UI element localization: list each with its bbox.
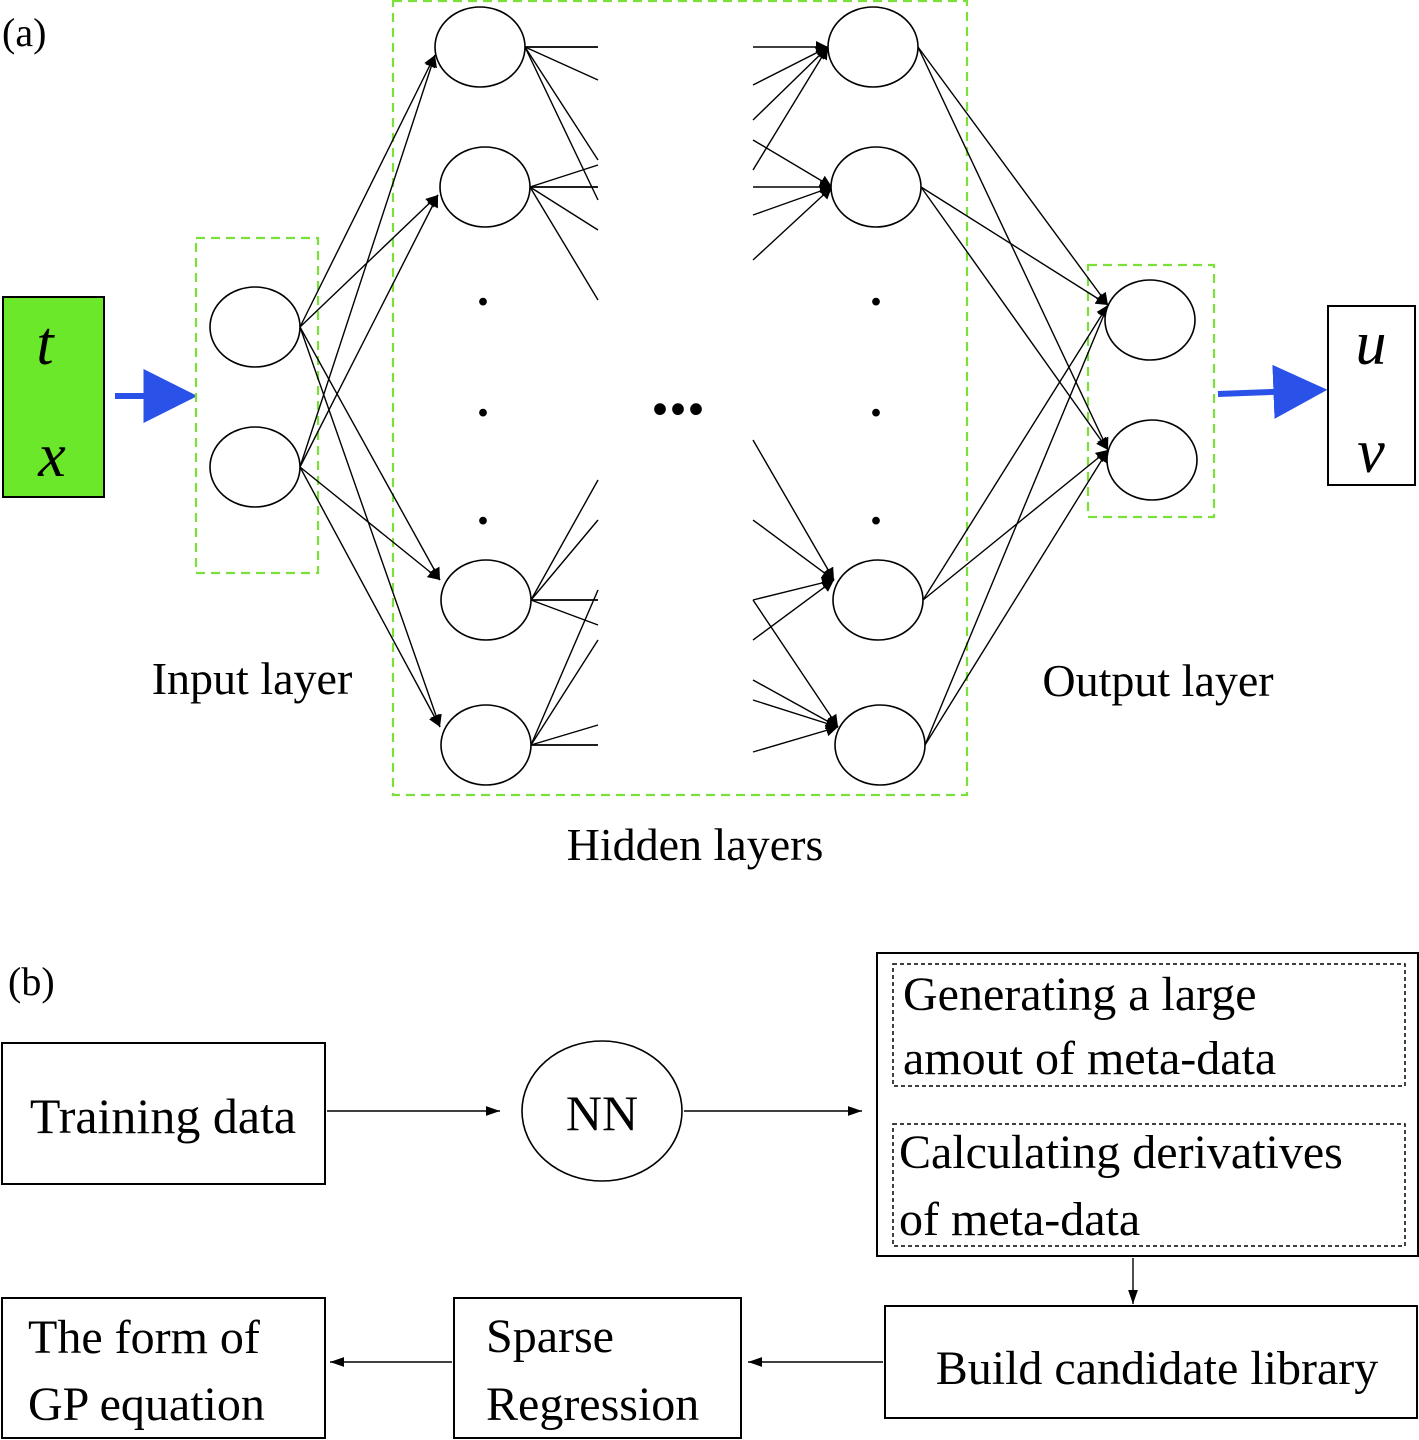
network-edge xyxy=(752,185,833,216)
gp-form-line1: The form of xyxy=(28,1311,260,1364)
network-edge xyxy=(299,194,439,328)
vertical-dot: . xyxy=(870,482,882,535)
hidden-node xyxy=(834,704,926,786)
network-edge xyxy=(752,699,839,730)
library-box xyxy=(884,1305,1418,1419)
hidden-node xyxy=(434,6,526,88)
network-edge xyxy=(529,164,599,188)
network-edge xyxy=(917,46,1109,306)
hidden-node xyxy=(827,6,919,88)
network-edges xyxy=(299,41,1109,753)
input-var-x: x xyxy=(37,422,66,490)
network-edge xyxy=(530,479,599,601)
nn-label: NN xyxy=(566,1085,638,1141)
network-edge xyxy=(752,46,829,121)
network-edge xyxy=(299,54,437,468)
derivatives-box xyxy=(892,1123,1406,1247)
training-data-box xyxy=(1,1042,326,1185)
network-edge xyxy=(752,599,839,728)
network-edge xyxy=(752,519,835,581)
vertical-dot: . xyxy=(870,374,882,427)
network-edge xyxy=(529,186,599,301)
network-edge xyxy=(299,326,441,581)
network-edge xyxy=(920,186,1109,306)
generate-meta-line1: Generating a large xyxy=(903,968,1257,1021)
hidden-node xyxy=(830,146,922,228)
network-edge xyxy=(752,724,839,753)
input-var-t: t xyxy=(36,310,55,378)
network-edge xyxy=(752,679,839,728)
network-edge xyxy=(524,46,599,81)
vertical-dot: . xyxy=(477,374,489,427)
output-layer-box xyxy=(1086,263,1216,519)
network-edge xyxy=(922,304,1109,601)
sparse-line2: Regression xyxy=(486,1378,699,1431)
input-layer-label: Input layer xyxy=(152,653,353,704)
meta-data-box xyxy=(876,952,1419,1257)
network-edge xyxy=(752,46,829,171)
network-edge xyxy=(530,724,599,746)
vertical-dot: . xyxy=(477,482,489,535)
output-layer-label: Output layer xyxy=(1042,655,1273,706)
horizontal-ellipsis: ... xyxy=(651,350,705,430)
network-edge xyxy=(917,46,1109,451)
network-edge xyxy=(299,54,436,328)
output-flow-arrow xyxy=(1217,364,1328,419)
output-node xyxy=(1106,419,1198,501)
output-var-v: v xyxy=(1357,418,1385,486)
vertical-dot: . xyxy=(870,263,882,316)
network-edge xyxy=(752,577,835,601)
hidden-node xyxy=(440,559,532,641)
gp-equation-box xyxy=(1,1297,326,1439)
gp-form-line2: GP equation xyxy=(28,1378,265,1431)
network-edge xyxy=(924,449,1109,746)
network-edge xyxy=(752,139,833,188)
network-edge xyxy=(299,466,441,728)
network-edge xyxy=(524,46,599,201)
network-edge xyxy=(524,46,599,161)
network-edge xyxy=(299,466,441,581)
output-var-u: u xyxy=(1356,310,1387,378)
sparse-line1: Sparse xyxy=(486,1310,614,1363)
network-edge xyxy=(924,304,1109,746)
network-edge xyxy=(920,186,1109,451)
network-edge xyxy=(530,639,599,746)
network-edge xyxy=(752,186,833,261)
panel-b-label: (b) xyxy=(8,959,55,1004)
output-node xyxy=(1104,279,1196,361)
generate-meta-line2: amout of meta-data xyxy=(903,1032,1276,1085)
vertical-dot: . xyxy=(477,263,489,316)
hidden-node xyxy=(439,146,531,228)
hidden-node xyxy=(832,559,924,641)
input-variables-box xyxy=(2,296,105,498)
library-label: Build candidate library xyxy=(936,1342,1379,1395)
derivatives-line1: Calculating derivatives xyxy=(899,1126,1343,1179)
hidden-layers-box xyxy=(391,0,969,797)
nn-node xyxy=(521,1040,683,1182)
output-variables-box xyxy=(1327,305,1416,486)
sparse-regression-box xyxy=(453,1297,742,1439)
input-node xyxy=(209,286,301,368)
network-edge xyxy=(752,579,835,641)
generate-meta-box xyxy=(892,963,1406,1087)
network-edge xyxy=(529,186,599,231)
input-layer-box xyxy=(194,236,320,575)
hidden-layers-label: Hidden layers xyxy=(567,819,824,870)
network-edge xyxy=(299,194,439,468)
training-data-label: Training data xyxy=(30,1088,296,1144)
derivatives-line2: of meta-data xyxy=(899,1193,1140,1246)
panel-a-label: (a) xyxy=(2,10,46,55)
network-edge xyxy=(530,589,599,746)
input-node xyxy=(209,426,301,508)
hidden-node xyxy=(440,704,532,786)
network-edge xyxy=(752,439,835,581)
network-edge xyxy=(922,449,1109,601)
network-edge xyxy=(530,519,599,601)
network-edge xyxy=(530,599,599,626)
